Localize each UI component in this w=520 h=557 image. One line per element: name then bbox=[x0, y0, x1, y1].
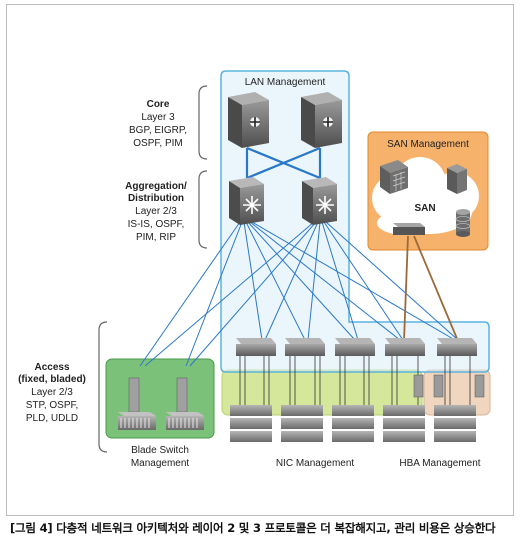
core-tier-label: Core Layer 3 BGP, EIGRP, OSPF, PIM bbox=[129, 99, 187, 149]
blade-label-2: Management bbox=[131, 458, 190, 469]
access-switch-4 bbox=[385, 338, 425, 356]
hba-card-1 bbox=[413, 374, 424, 398]
server-stack-5 bbox=[434, 405, 476, 442]
server-stack-1 bbox=[230, 405, 272, 442]
aggregation-title-1: Aggregation/ bbox=[125, 181, 187, 192]
access-line-1: Layer 2/3 bbox=[31, 387, 73, 398]
blade-chassis-1 bbox=[118, 377, 156, 430]
access-title-1: Access bbox=[34, 362, 69, 373]
blade-label-1: Blade Switch bbox=[131, 445, 189, 456]
aggregation-line-2: IS-IS, OSPF, bbox=[128, 219, 185, 230]
access-switch-2 bbox=[285, 338, 325, 356]
server-stack-3 bbox=[332, 405, 374, 442]
storage-array-icon bbox=[380, 160, 408, 194]
lan-title: LAN Management bbox=[245, 77, 326, 88]
nic-label: NIC Management bbox=[276, 458, 355, 469]
server-stack-2 bbox=[281, 405, 323, 442]
storage-tower-icon bbox=[447, 164, 467, 194]
uplink-lines bbox=[139, 221, 459, 367]
core-line-1: Layer 3 bbox=[141, 112, 175, 123]
access-switch-3 bbox=[335, 338, 375, 356]
aggregation-tier-label: Aggregation/ Distribution Layer 2/3 IS-I… bbox=[125, 181, 187, 243]
core-links bbox=[245, 146, 322, 180]
network-diagram: SAN Management SAN LAN Managem bbox=[18, 70, 491, 469]
core-title: Core bbox=[147, 99, 170, 110]
access-tier-label: Access (fixed, bladed) Layer 2/3 STP, OS… bbox=[18, 362, 86, 424]
aggregation-line-3: PIM, RIP bbox=[136, 232, 176, 243]
lan-management-region bbox=[220, 70, 490, 373]
san-switch-icon bbox=[393, 223, 425, 235]
access-line-3: PLD, UDLD bbox=[26, 413, 78, 424]
aggregation-switch-2 bbox=[302, 177, 337, 225]
san-links bbox=[403, 235, 459, 342]
figure-caption: [그림 4] 다층적 네트워크 아키텍처와 레이어 2 및 3 프로토콜은 더 … bbox=[10, 521, 496, 535]
access-switch-1 bbox=[236, 338, 276, 356]
core-router-2 bbox=[301, 92, 342, 148]
aggregation-switch-1 bbox=[229, 177, 264, 225]
hba-card-2 bbox=[433, 374, 444, 398]
core-line-2: BGP, EIGRP, bbox=[129, 125, 187, 136]
server-stack-4 bbox=[383, 405, 425, 442]
core-line-3: OSPF, PIM bbox=[133, 138, 182, 149]
san-cloud-label: SAN bbox=[414, 203, 435, 214]
access-title-2: (fixed, bladed) bbox=[18, 374, 86, 385]
disk-stack-icon bbox=[455, 209, 471, 237]
access-switch-5 bbox=[437, 338, 477, 356]
hba-card-3 bbox=[474, 374, 485, 398]
access-line-2: STP, OSPF, bbox=[26, 400, 79, 411]
aggregation-title-2: Distribution bbox=[128, 193, 184, 204]
san-title: SAN Management bbox=[387, 139, 469, 150]
core-router-1 bbox=[228, 92, 269, 148]
aggregation-line-1: Layer 2/3 bbox=[135, 206, 177, 217]
blade-chassis-2 bbox=[166, 377, 204, 430]
tier-brackets bbox=[98, 85, 208, 453]
hba-label: HBA Management bbox=[399, 458, 480, 469]
